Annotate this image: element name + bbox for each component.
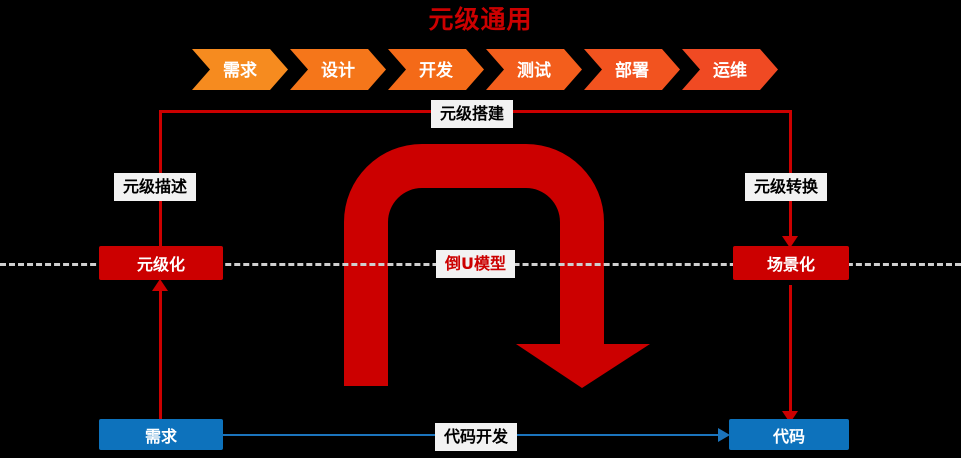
bottom-right-arrowhead-icon [718,428,730,442]
node-scenarioization[interactable]: 场景化 [733,246,849,280]
caption-meta-description: 元级描述 [114,173,197,201]
caption-text: 代码开发 [444,427,509,446]
left-upward-line [159,290,162,424]
pipeline-stage-design[interactable]: 设计 [290,49,386,90]
pipeline-stage-requirement[interactable]: 需求 [192,49,288,90]
pipeline-stage-deployment[interactable]: 部署 [584,49,680,90]
pipeline-stage-label: 需求 [223,61,257,81]
caption-code-development: 代码开发 [435,423,518,451]
node-label: 需求 [144,426,177,446]
page-title: 元级通用 [428,5,533,34]
node-code[interactable]: 代码 [729,419,849,450]
node-metalization[interactable]: 元级化 [99,246,223,280]
caption-text: 元级搭建 [440,104,505,123]
caption-text: 元级转换 [754,177,819,196]
inverted-u-arrow-icon [330,130,660,400]
lifecycle-ribbon: 需求 设计 开发 测试 部署 运维 [192,49,780,90]
left-up-arrowhead-icon [152,279,168,291]
caption-meta-transform: 元级转换 [745,173,828,201]
node-label: 代码 [772,426,805,446]
node-requirement[interactable]: 需求 [99,419,223,450]
pipeline-stage-label: 开发 [419,61,453,81]
caption-inverted-u-model: 倒U模型 [436,250,515,278]
pipeline-stage-operations[interactable]: 运维 [682,49,778,90]
caption-meta-build: 元级搭建 [431,100,514,128]
pipeline-stage-label: 测试 [517,61,551,81]
caption-text: 倒U模型 [445,254,506,273]
right-downward-line [789,285,792,413]
pipeline-stage-testing[interactable]: 测试 [486,49,582,90]
pipeline-stage-label: 部署 [615,61,649,81]
node-label: 场景化 [766,255,815,274]
pipeline-stage-label: 运维 [713,61,747,81]
right-down-arrowhead-icon [782,236,798,248]
node-label: 元级化 [136,255,185,274]
pipeline-stage-development[interactable]: 开发 [388,49,484,90]
pipeline-stage-label: 设计 [321,61,355,81]
caption-text: 元级描述 [123,177,188,196]
